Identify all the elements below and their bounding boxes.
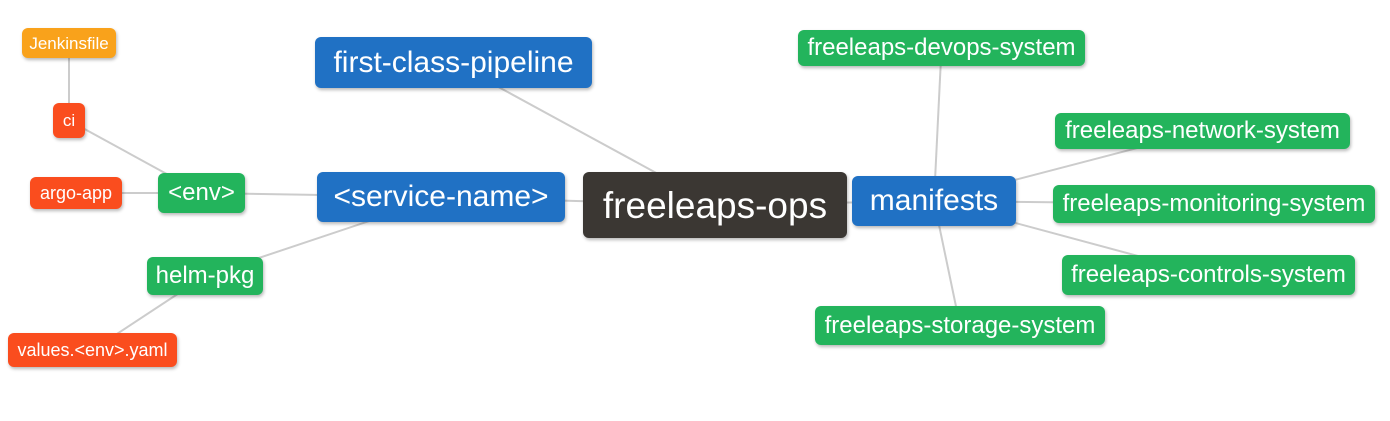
node-ci[interactable]: ci <box>53 103 85 138</box>
node-label-helm-pkg: helm-pkg <box>155 262 255 289</box>
node-freeleaps-devops-system[interactable]: freeleaps-devops-system <box>798 30 1085 66</box>
node-freeleaps-ops[interactable]: freeleaps-ops <box>583 172 847 238</box>
node-values-env-yaml[interactable]: values.<env>.yaml <box>8 333 177 367</box>
node-label-freeleaps-controls-system: freeleaps-controls-system <box>1071 261 1346 288</box>
node-argo-app[interactable]: argo-app <box>30 177 122 209</box>
node-label-freeleaps-ops: freeleaps-ops <box>602 184 828 226</box>
edge-manifests--freeleaps-devops-system <box>933 47 943 202</box>
node-label-freeleaps-storage-system: freeleaps-storage-system <box>824 311 1096 339</box>
node-jenkinsfile[interactable]: Jenkinsfile <box>22 28 116 58</box>
node-label-freeleaps-devops-system: freeleaps-devops-system <box>807 34 1076 61</box>
node-label-ci: ci <box>62 111 76 130</box>
node-freeleaps-storage-system[interactable]: freeleaps-storage-system <box>815 306 1105 345</box>
node-service-name[interactable]: <service-name> <box>317 172 565 222</box>
node-manifests[interactable]: manifests <box>852 176 1016 226</box>
node-helm-pkg[interactable]: helm-pkg <box>147 257 263 295</box>
node-label-freeleaps-monitoring-system: freeleaps-monitoring-system <box>1062 190 1366 217</box>
node-label-freeleaps-network-system: freeleaps-network-system <box>1065 117 1340 144</box>
node-first-class-pipeline[interactable]: first-class-pipeline <box>315 37 592 88</box>
node-label-env: <env> <box>168 179 235 206</box>
node-label-first-class-pipeline: first-class-pipeline <box>333 45 574 79</box>
node-label-jenkinsfile: Jenkinsfile <box>29 33 109 53</box>
node-label-manifests: manifests <box>869 184 999 217</box>
node-freeleaps-controls-system[interactable]: freeleaps-controls-system <box>1062 255 1355 295</box>
node-freeleaps-network-system[interactable]: freeleaps-network-system <box>1055 113 1350 149</box>
node-freeleaps-monitoring-system[interactable]: freeleaps-monitoring-system <box>1053 185 1375 223</box>
node-label-argo-app: argo-app <box>39 183 113 203</box>
node-env[interactable]: <env> <box>158 173 245 213</box>
node-label-values-env-yaml: values.<env>.yaml <box>17 340 168 360</box>
node-label-service-name: <service-name> <box>333 180 549 213</box>
